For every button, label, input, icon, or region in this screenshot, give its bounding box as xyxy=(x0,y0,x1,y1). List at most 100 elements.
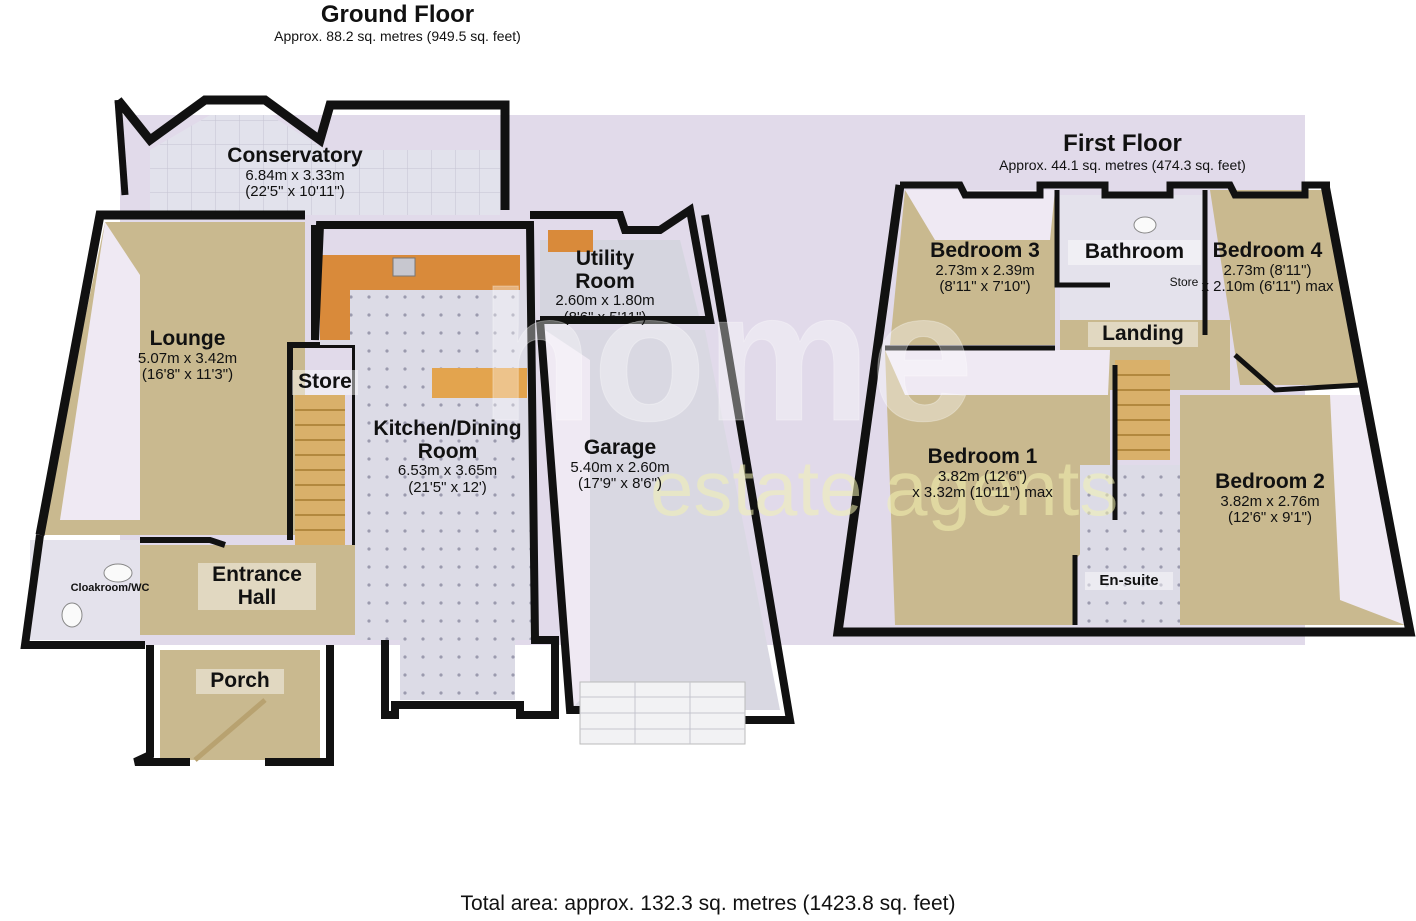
room-name: Bathroom xyxy=(1084,240,1185,263)
ensuite-label: En-suite xyxy=(1085,572,1173,591)
utility-wall xyxy=(530,203,715,324)
bedroom3-wall-face xyxy=(905,190,1055,240)
store-first-label: Store xyxy=(1160,276,1208,289)
ensuite-floor xyxy=(1080,465,1180,625)
bedroom3-label: Bedroom 3 2.73m x 2.39m (8'11" x 7'10") xyxy=(905,239,1065,295)
room-name: Cloakroom/WC xyxy=(70,582,150,594)
kitchen-sink xyxy=(392,257,416,277)
first-floor-plan xyxy=(832,181,1416,637)
room-name-line1: Utility xyxy=(575,247,635,270)
toilet xyxy=(103,563,133,583)
room-dimension-imperial: x 2.10m (6'11") max xyxy=(1201,277,1334,295)
room-dimension-metric: 6.53m x 3.65m xyxy=(397,462,498,480)
basin xyxy=(61,602,83,628)
first-floor-stairs xyxy=(1115,360,1170,460)
room-dimension-metric: 5.07m x 3.42m xyxy=(137,349,238,367)
utility-worktop xyxy=(548,230,593,252)
room-dimension-metric: 2.73m (8'11") xyxy=(1223,261,1312,279)
porch-label: Porch xyxy=(196,669,284,694)
room-dimension-imperial: (21'5" x 12') xyxy=(408,478,487,496)
cloakroom-label: Cloakroom/WC xyxy=(55,582,165,595)
conservatory-side-wall xyxy=(114,99,129,196)
room-name: Conservatory xyxy=(227,144,363,167)
room-name: Porch xyxy=(210,669,270,692)
room-dimension-metric: 5.40m x 2.60m xyxy=(570,458,670,476)
watermark-logo-line2: estate agents xyxy=(650,444,1118,532)
garage-wall-right xyxy=(701,214,795,724)
room-dimension-metric: 6.84m x 3.33m xyxy=(245,166,345,184)
room-dimension-imperial: (16'8" x 11'3") xyxy=(141,365,234,383)
room-name-line2: Hall xyxy=(237,585,277,609)
first-floor-area: Approx. 44.1 sq. metres (474.3 sq. feet) xyxy=(999,157,1246,174)
utility-label: Utility Room 2.60m x 1.80m (8'6" x 5'11"… xyxy=(535,247,675,326)
bedroom2-top-wall xyxy=(1233,353,1361,393)
room-name: Store xyxy=(1169,275,1199,289)
lounge-label: Lounge 5.07m x 3.42m (16'8" x 11'3") xyxy=(105,327,270,383)
cloakroom-wall xyxy=(20,534,145,649)
kitchen-island xyxy=(432,368,527,398)
room-name: Bedroom 1 xyxy=(927,445,1038,468)
room-dimension-imperial: (17'9" x 8'6") xyxy=(578,474,662,492)
landing-label: Landing xyxy=(1088,322,1198,347)
bedroom4-label: Bedroom 4 2.73m (8'11") x 2.10m (6'11") … xyxy=(1180,239,1355,295)
room-name: Bedroom 3 xyxy=(930,239,1040,262)
room-dimension-imperial: (22'5" x 10'11") xyxy=(245,182,345,200)
porch-wall xyxy=(133,645,190,766)
conservatory-label: Conservatory 6.84m x 3.33m (22'5" x 10'1… xyxy=(205,144,385,200)
porch-floor xyxy=(160,650,320,760)
kitchen-worktop-side xyxy=(320,255,350,340)
room-name-line2: Room xyxy=(417,439,478,463)
bedroom1-label: Bedroom 1 3.82m (12'6") x 3.32m (10'11")… xyxy=(880,445,1085,501)
entrance-hall-wall xyxy=(140,537,226,548)
kitchen-label: Kitchen/Dining Room 6.53m x 3.65m (21'5"… xyxy=(355,417,540,496)
room-dimension-metric: 2.73m x 2.39m xyxy=(935,261,1035,279)
bedroom4-floor xyxy=(1210,190,1360,385)
conservatory-wall xyxy=(114,95,510,210)
bathroom-floor xyxy=(1060,195,1205,335)
room-dimension-metric: 2.60m x 1.80m xyxy=(555,292,655,310)
room-name-line2: Room xyxy=(575,269,635,293)
watermark-logo-line1: home xyxy=(480,254,973,460)
kitchen-wall xyxy=(311,221,559,719)
room-name-line1: Kitchen/Dining xyxy=(373,417,522,440)
cloakroom-floor xyxy=(30,540,140,640)
room-name: Bedroom 4 xyxy=(1212,239,1323,262)
room-name: Landing xyxy=(1102,322,1184,345)
bathroom-label: Bathroom xyxy=(1068,240,1201,265)
room-dimension-metric: 3.82m (12'6") xyxy=(937,467,1028,485)
ground-floor-heading: Ground Floor Approx. 88.2 sq. metres (94… xyxy=(250,1,545,45)
entrance-hall-floor xyxy=(140,545,355,635)
ground-floor-plan xyxy=(20,95,795,766)
first-floor-outer-wall xyxy=(832,184,1416,637)
lounge-outer-wall xyxy=(35,210,305,536)
utility-floor xyxy=(540,240,700,320)
room-name: En-suite xyxy=(1099,572,1159,589)
room-dimension-imperial: (12'6" x 9'1") xyxy=(1228,508,1312,526)
room-name-line1: Entrance xyxy=(212,563,302,586)
bathroom-basin xyxy=(1133,216,1157,234)
room-name: Bedroom 2 xyxy=(1215,470,1325,493)
conservatory-floor xyxy=(150,115,500,215)
first-floor-title: First Floor xyxy=(1063,130,1182,157)
entrance-hall-label: Entrance Hall xyxy=(198,563,316,611)
ground-floor-area: Approx. 88.2 sq. metres (949.5 sq. feet) xyxy=(274,28,521,45)
bedroom2-wall-face xyxy=(1330,395,1405,625)
room-dimension-imperial: (8'6" x 5'11") xyxy=(563,308,647,326)
bedroom1-wall-face xyxy=(885,350,1110,395)
garage-floor xyxy=(545,330,780,710)
bedroom1-floor xyxy=(885,350,1110,625)
store-ground-label: Store xyxy=(292,370,358,395)
garage-wall-face xyxy=(545,330,590,710)
first-floor-top-walls xyxy=(900,181,1330,199)
total-area: Total area: approx. 132.3 sq. metres (14… xyxy=(460,892,956,915)
bedroom2-label: Bedroom 2 3.82m x 2.76m (12'6" x 9'1") xyxy=(1195,470,1345,526)
room-dimension-metric: 3.82m x 2.76m xyxy=(1220,492,1320,510)
first-floor-heading: First Floor Approx. 44.1 sq. metres (474… xyxy=(975,130,1270,174)
room-name: Lounge xyxy=(149,327,226,350)
room-name: Store xyxy=(298,370,352,393)
porch-wall-right xyxy=(265,645,334,766)
room-dimension-imperial: (8'11" x 7'10") xyxy=(939,277,1031,295)
porch-door xyxy=(193,698,267,762)
room-name: Garage xyxy=(583,436,657,459)
